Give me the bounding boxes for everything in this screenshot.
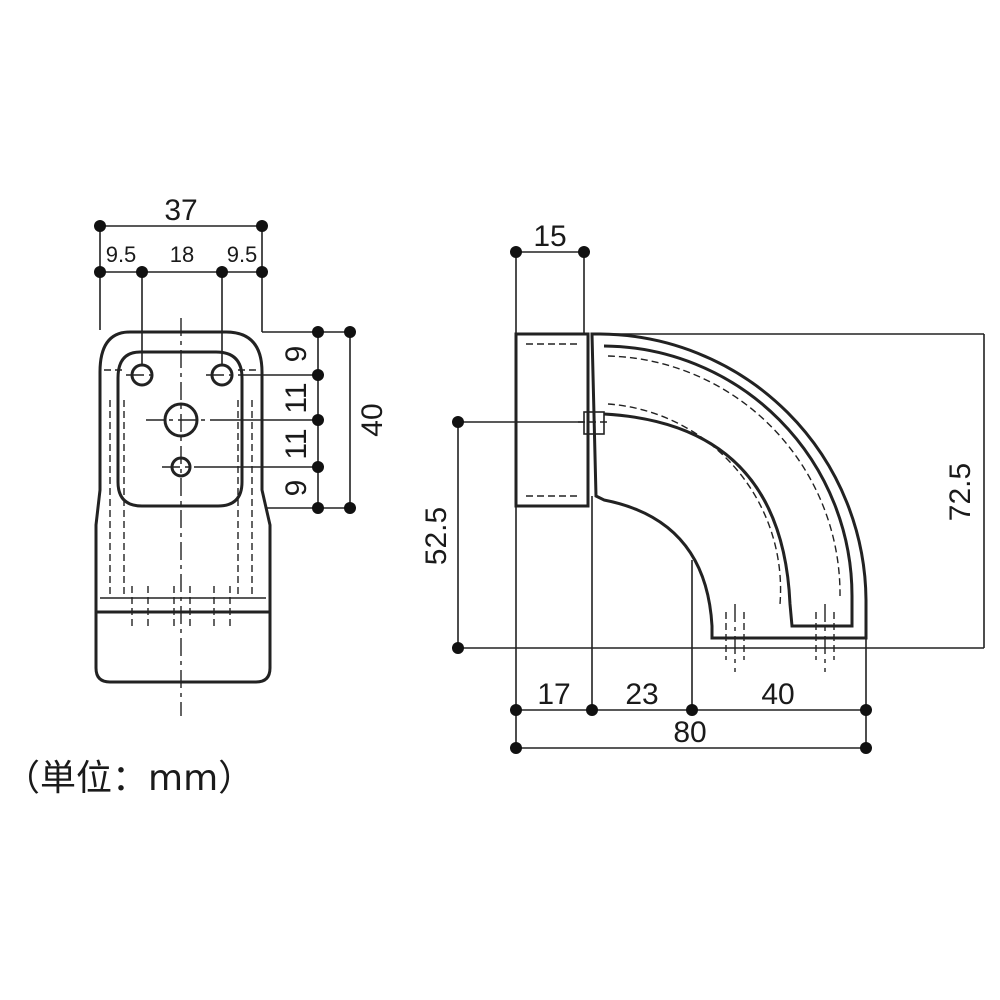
dim-dot [136, 266, 148, 278]
dim-dot [586, 704, 598, 716]
dim-label-seg-1: 17 [537, 678, 570, 711]
wall-plate [514, 332, 590, 508]
dim-dot [312, 369, 324, 381]
elbow-hidden-curve [607, 355, 841, 597]
dim-label-height-mid: 52.5 [420, 507, 453, 565]
dim-label-overall-height: 40 [356, 403, 389, 436]
dim-label-pitch-2: 11 [280, 382, 313, 413]
elbow-hidden-curve-inner [607, 403, 782, 605]
dim-dot [256, 220, 268, 232]
dim-dot [510, 246, 522, 258]
dim-dot [452, 642, 464, 654]
front-view-outline [94, 330, 272, 684]
dim-dot [312, 414, 324, 426]
dim-label-left-offset: 9.5 [106, 242, 137, 267]
dim-label-seg-2: 23 [625, 678, 658, 711]
dim-label-pitch-3: 11 [280, 428, 313, 459]
dim-dot [578, 246, 590, 258]
front-view: 37 9.5 18 9.5 9 11 11 9 40 [94, 194, 389, 716]
dim-dot [344, 326, 356, 338]
dim-dot [312, 502, 324, 514]
dim-dot [510, 704, 522, 716]
dim-label-pitch-1: 9 [280, 346, 313, 363]
dim-dot [256, 266, 268, 278]
dim-dot [312, 461, 324, 473]
dim-dot [452, 416, 464, 428]
dim-label-height-total: 72.5 [944, 463, 977, 521]
dim-dot [860, 704, 872, 716]
dim-label-overall-width: 37 [164, 194, 197, 227]
unit-note: （単位：mm） [4, 758, 254, 799]
dim-dot [94, 266, 106, 278]
dim-label-top-width: 15 [533, 220, 566, 253]
dim-dot [510, 742, 522, 754]
dim-label-hole-pitch: 18 [170, 242, 194, 267]
center-hole-large [163, 402, 199, 438]
dim-dot [344, 502, 356, 514]
dim-dot [860, 742, 872, 754]
wall-screw [583, 411, 605, 435]
dim-label-seg-3: 40 [761, 678, 794, 711]
dim-dot [94, 220, 106, 232]
elbow-outline [590, 332, 868, 640]
elbow-inner-curve [603, 344, 854, 628]
dim-label-right-offset: 9.5 [227, 242, 258, 267]
side-view: 15 52.5 72.5 17 23 40 80 [420, 220, 985, 754]
dim-dot [686, 704, 698, 716]
dim-dot [312, 326, 324, 338]
front-view-recess [116, 350, 244, 508]
dim-label-overall-length: 80 [673, 716, 706, 749]
dim-label-pitch-4: 9 [280, 480, 313, 497]
dim-dot [216, 266, 228, 278]
